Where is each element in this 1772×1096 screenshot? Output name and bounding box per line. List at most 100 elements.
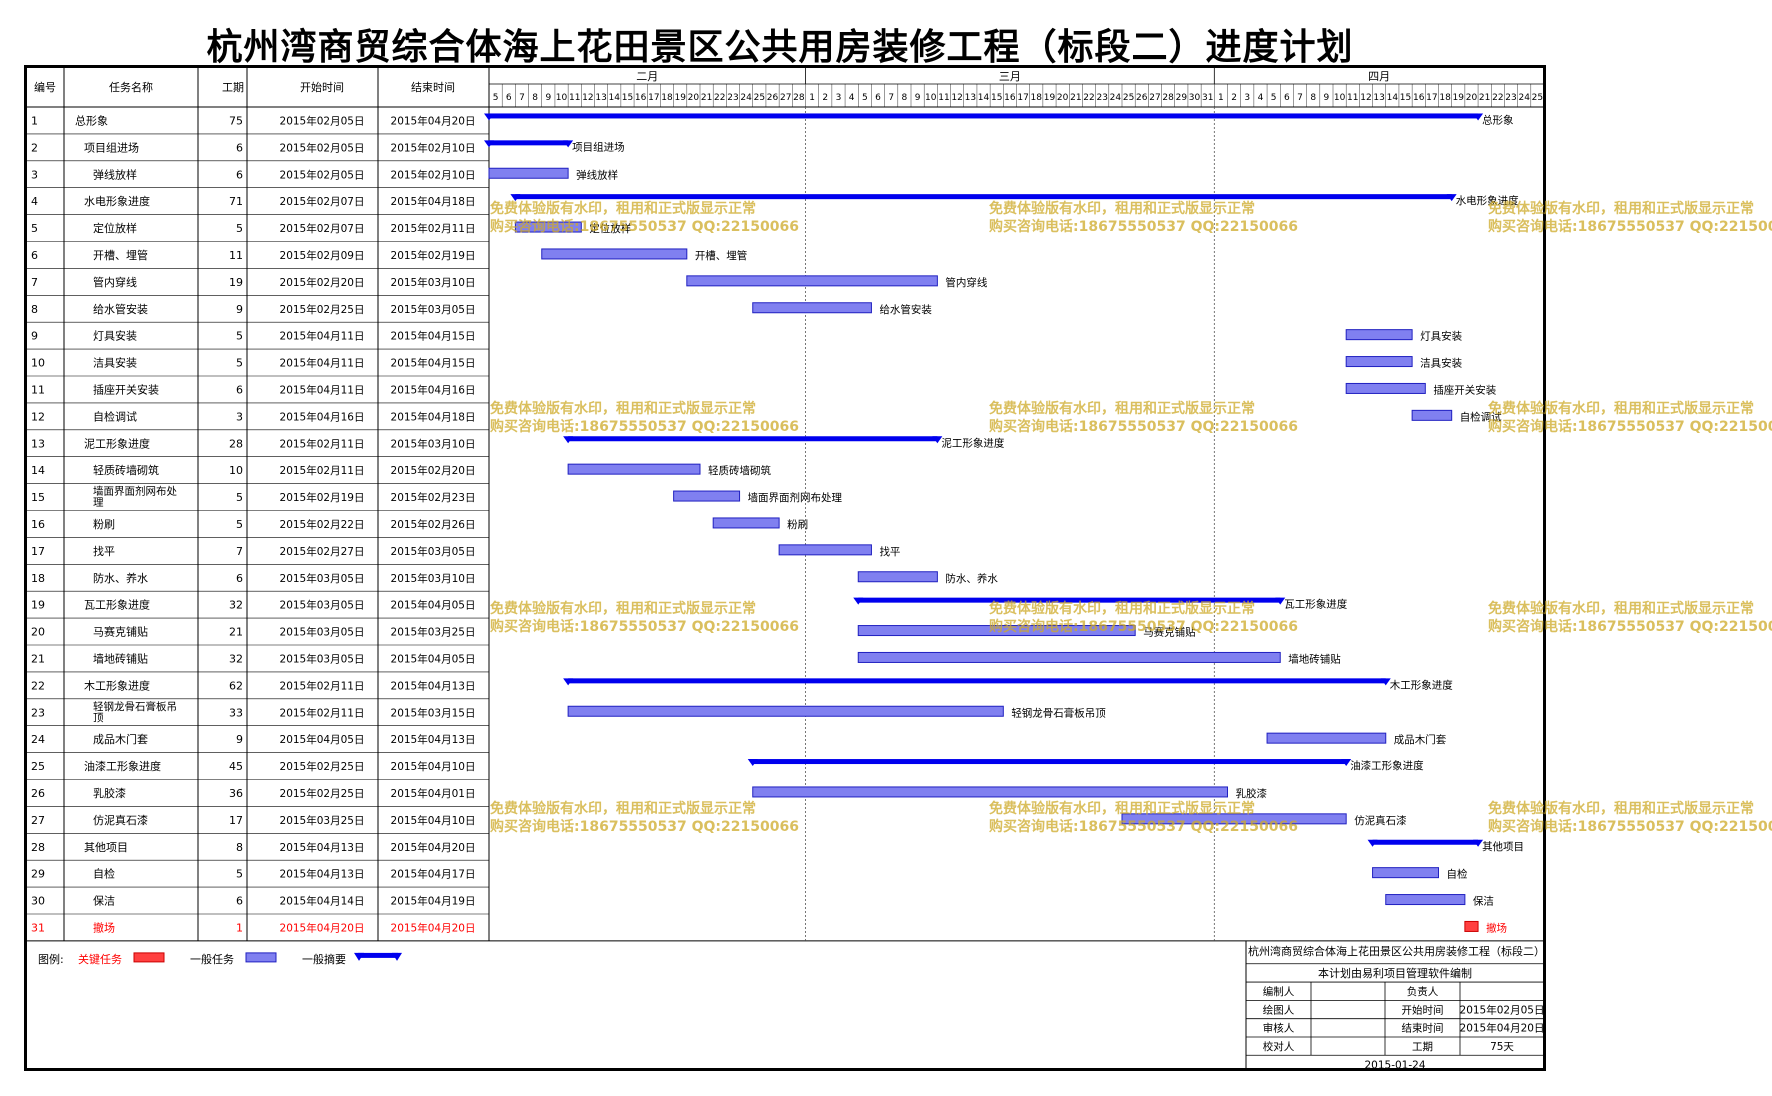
day-label: 10 — [556, 93, 568, 103]
summary-bar-end-marker — [1380, 678, 1391, 686]
day-label: 19 — [1453, 93, 1465, 103]
task-duration: 75 — [229, 114, 243, 127]
task-end: 2015年04月10日 — [391, 760, 476, 773]
task-end: 2015年04月13日 — [391, 679, 476, 692]
day-label: 25 — [1123, 93, 1134, 103]
task-start: 2015年03月05日 — [280, 599, 365, 612]
bar-label: 成品木门套 — [1394, 733, 1447, 746]
task-start: 2015年02月11日 — [280, 437, 365, 450]
day-label: 23 — [727, 93, 738, 103]
task-end: 2015年04月19日 — [391, 895, 476, 908]
task-start: 2015年02月11日 — [280, 679, 365, 692]
day-label: 21 — [701, 93, 712, 103]
day-label: 5 — [1271, 93, 1277, 103]
summary-bar-end-marker — [932, 436, 943, 444]
task-start: 2015年04月13日 — [280, 841, 365, 854]
task-duration: 62 — [229, 679, 243, 692]
task-name: 其他项目 — [84, 841, 128, 854]
task-start: 2015年02月07日 — [280, 222, 365, 235]
task-bar — [752, 786, 1228, 798]
month-label: 四月 — [1368, 70, 1390, 83]
task-id: 21 — [31, 652, 45, 665]
day-label: 12 — [951, 93, 962, 103]
task-start: 2015年02月27日 — [280, 545, 365, 558]
day-label: 27 — [780, 93, 791, 103]
day-label: 13 — [965, 93, 976, 103]
bar-label: 泥工形象进度 — [941, 436, 1004, 449]
task-duration: 1 — [236, 921, 243, 934]
task-start: 2015年03月25日 — [280, 814, 365, 827]
task-end: 2015年02月11日 — [391, 222, 476, 235]
summary-bar-start-marker — [484, 140, 494, 148]
day-label: 8 — [1310, 93, 1316, 103]
bar-label: 墙面界面剂网布处理 — [748, 491, 843, 504]
day-label: 23 — [1096, 93, 1107, 103]
task-id: 15 — [31, 491, 45, 504]
day-label: 15 — [1400, 93, 1411, 103]
task-id: 5 — [31, 222, 38, 235]
info-software: 本计划由易利项目管理软件编制 — [1318, 966, 1472, 980]
task-start: 2015年02月25日 — [280, 303, 365, 316]
task-duration: 6 — [236, 168, 243, 181]
task-end: 2015年04月05日 — [391, 652, 476, 665]
day-label: 7 — [519, 93, 525, 103]
task-name: 马赛克铺贴 — [93, 625, 148, 639]
task-start: 2015年03月05日 — [280, 652, 365, 665]
task-name: 保洁 — [93, 894, 115, 908]
task-id: 8 — [31, 303, 38, 316]
summary-bar-start-marker — [747, 759, 758, 767]
task-name: 仿泥真石漆 — [93, 813, 148, 827]
task-start: 2015年04月11日 — [280, 330, 365, 343]
legend-summary-swatch — [358, 952, 398, 958]
task-id: 9 — [31, 330, 38, 343]
info-cell: 校对人 — [1263, 1040, 1295, 1053]
summary-bar-end-marker — [1473, 839, 1484, 847]
task-bar — [1372, 867, 1439, 879]
bar-label: 水电形象进度 — [1456, 194, 1519, 207]
day-label: 10 — [925, 93, 937, 103]
bar-label: 油漆工形象进度 — [1350, 759, 1424, 772]
info-cell: 编制人 — [1263, 985, 1295, 998]
day-label: 14 — [1387, 93, 1399, 103]
day-label: 17 — [1426, 93, 1437, 103]
task-id: 30 — [31, 895, 45, 908]
task-duration: 5 — [236, 518, 243, 531]
task-id: 17 — [31, 545, 45, 558]
task-id: 20 — [31, 626, 45, 639]
bar-label: 粉刷 — [787, 518, 808, 531]
task-id: 22 — [31, 679, 45, 692]
task-bar — [1121, 813, 1347, 825]
day-label: 25 — [754, 93, 765, 103]
day-label: 8 — [902, 93, 908, 103]
day-label: 16 — [1413, 93, 1425, 103]
task-duration: 3 — [236, 410, 243, 423]
task-name: 成品木门套 — [93, 732, 148, 746]
task-bar — [857, 571, 938, 583]
day-label: 1 — [1218, 93, 1224, 103]
column-header: 任务名称 — [109, 80, 153, 94]
day-label: 4 — [1258, 93, 1264, 103]
task-bar — [686, 275, 938, 287]
day-label: 19 — [1044, 93, 1056, 103]
day-label: 1 — [809, 93, 815, 103]
task-id: 13 — [31, 437, 45, 450]
task-duration: 21 — [229, 626, 243, 639]
day-label: 31 — [1202, 93, 1213, 103]
task-start: 2015年02月11日 — [280, 706, 365, 719]
task-end: 2015年04月17日 — [391, 868, 476, 881]
info-cell: 工期 — [1412, 1041, 1433, 1053]
day-label: 7 — [888, 93, 894, 103]
task-bar — [1345, 356, 1413, 368]
month-label: 三月 — [999, 70, 1021, 83]
bar-label: 灯具安装 — [1420, 330, 1462, 343]
day-label: 30 — [1189, 93, 1201, 103]
task-id: 27 — [31, 814, 45, 827]
day-label: 5 — [493, 93, 499, 103]
legend-item-text: 一般任务 — [190, 953, 234, 966]
task-id: 14 — [31, 464, 45, 477]
bar-label: 找平 — [879, 545, 900, 558]
task-duration: 10 — [229, 464, 243, 477]
task-duration: 32 — [229, 599, 243, 612]
task-duration: 9 — [236, 303, 243, 316]
